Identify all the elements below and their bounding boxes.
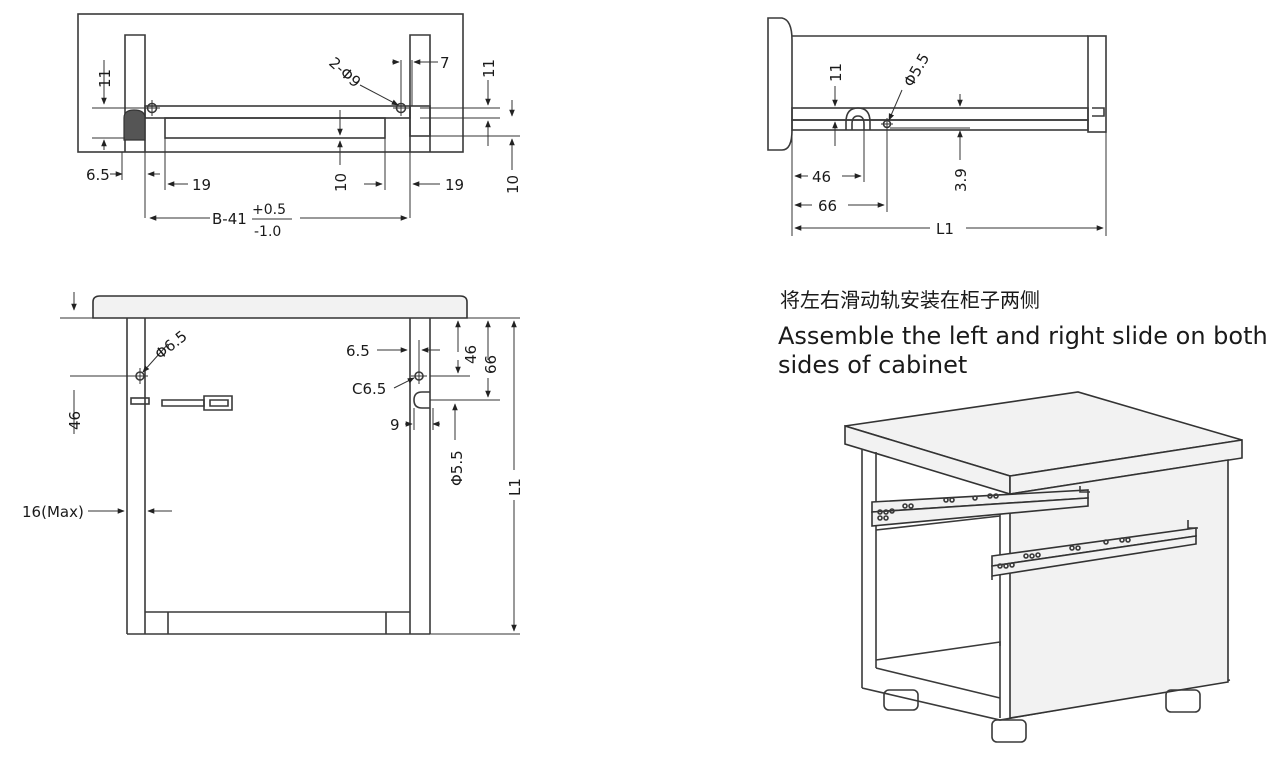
dim-11: 11 [827,63,845,82]
right-rail-holes [997,537,1131,569]
dim-6-5: 6.5 [86,166,110,184]
dim-46-right: 46 [462,345,480,364]
dim-10-right: 10 [504,175,522,194]
dim-7: 7 [440,54,450,72]
caption-chinese: 将左右滑动轨安装在柜子两侧 [780,288,1040,312]
caption-english: Assemble the left and right slide on bot… [778,322,1268,379]
dim-phi5-5: Φ5.5 [448,450,466,486]
dim-46-left: 46 [66,411,84,430]
cabinet-front-view: Φ6.5 46 16(Max) 6.5 46 66 C6.5 9 Φ5.5 L1 [22,292,524,635]
dim-b41-minus: -1.0 [254,224,281,240]
top-section-view: 11 2-Φ9 7 11 6.5 19 10 19 10 B-41 +0.5 -… [77,13,522,240]
dim-6-5: 6.5 [346,342,370,360]
dim-phi5-5: Φ5.5 [900,50,933,90]
dim-phi6-5: Φ6.5 [151,327,190,363]
left-rail-holes [877,493,999,521]
dim-19-left: 19 [192,176,211,194]
dim-66: 66 [818,197,837,215]
dim-11-right: 11 [480,59,498,78]
dim-3-9: 3.9 [952,168,970,192]
dim-46: 46 [812,168,831,186]
dim-b41: B-41 [212,210,247,228]
dim-19-right: 19 [445,176,464,194]
dim-b41-plus: +0.5 [252,202,286,218]
rail-profile-block [123,109,146,141]
dim-16-max: 16(Max) [22,503,84,521]
dim-66: 66 [482,355,500,374]
cabinet-isometric-illustration [844,391,1243,743]
dim-c6-5: C6.5 [352,380,386,398]
side-section-view: 11 Φ5.5 46 3.9 66 L1 [767,17,1107,238]
dim-9: 9 [390,416,400,434]
dim-l1: L1 [936,220,954,238]
dim-10-mid: 10 [332,173,350,192]
dim-2-phi9: 2-Φ9 [325,54,364,92]
dim-l1: L1 [506,478,524,496]
dim-11-left: 11 [96,69,114,88]
